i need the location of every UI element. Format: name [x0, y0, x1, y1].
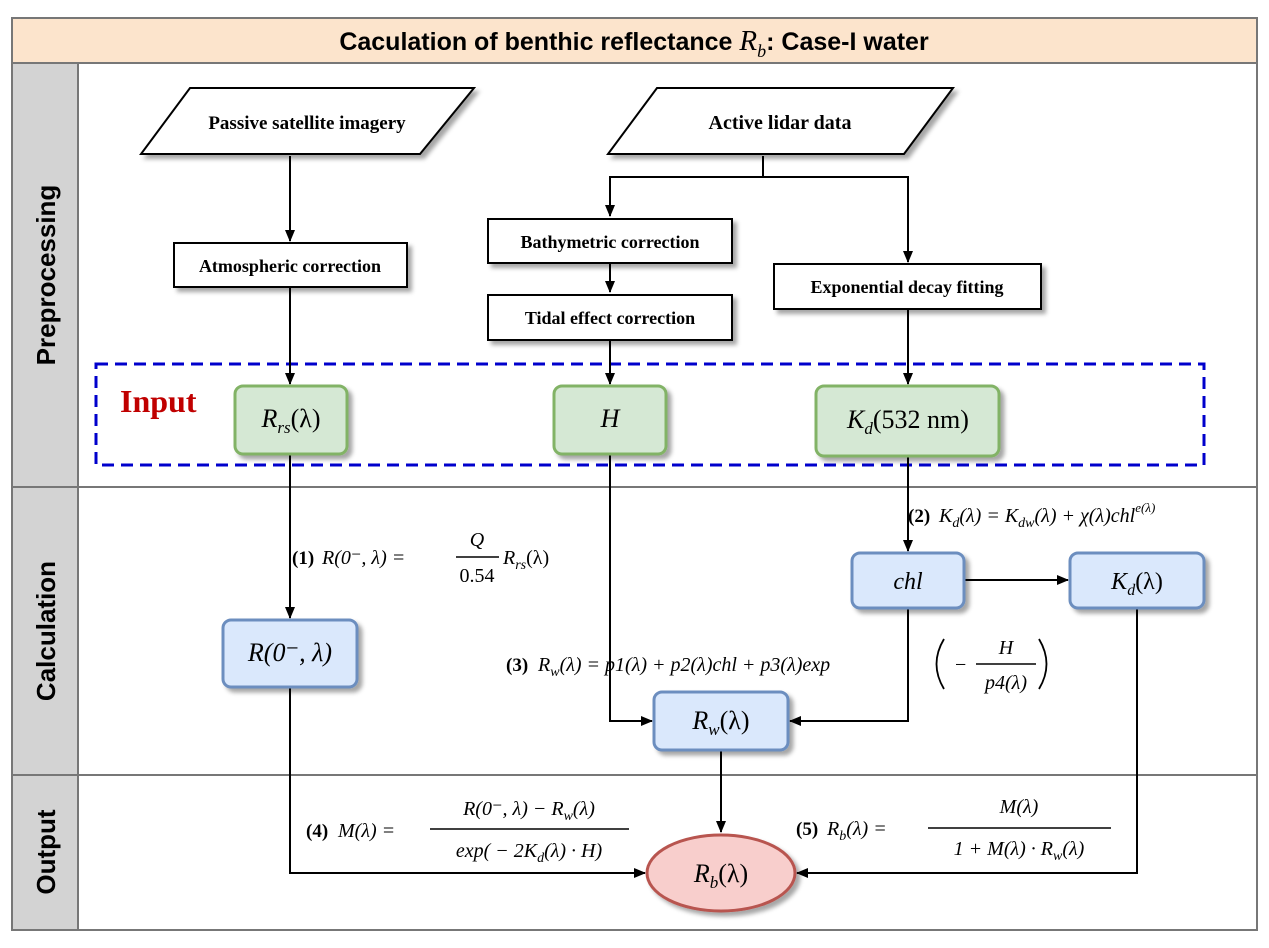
equation-4-number: (4) [306, 821, 328, 842]
lane-label-preprocessing: Preprocessing [31, 185, 61, 366]
kd-label: Kd(λ) [1110, 569, 1163, 599]
edge-active-to-exponential [763, 176, 913, 263]
passive-imagery-label: Passive satellite imagery [208, 113, 406, 134]
equation-2: (2) Kd(λ) = Kdw(λ) + χ(λ)chle(λ) [908, 500, 1155, 531]
equation-2-body: Kd(λ) = Kdw(λ) + χ(λ)chle(λ) [938, 500, 1155, 531]
edge-r0-to-rb [289, 687, 646, 878]
edge-kd-to-rb [796, 608, 1138, 878]
lane-label-calculation: Calculation [31, 561, 61, 701]
chl-node [850, 551, 966, 610]
passive-imagery-node [139, 87, 477, 155]
equation-5-lhs: Rb(λ) = [826, 818, 887, 844]
equation-4-frac-den: exp( − 2Kd(λ) · H) [456, 840, 603, 866]
bathymetric-correction-box [487, 218, 733, 264]
equation-3-number: (3) [506, 655, 528, 676]
r0-node [221, 618, 359, 689]
equation-1-frac-den: 0.54 [460, 565, 495, 587]
bathymetric-correction-label: Bathymetric correction [520, 232, 699, 252]
lane-label-output: Output [31, 809, 61, 895]
input-group-box [94, 362, 1206, 467]
equation-1-number: (1) [292, 548, 314, 569]
equation-5-frac-den: 1 + M(λ) · Rw(λ) [954, 838, 1085, 864]
exponential-fitting-box [773, 263, 1042, 310]
lane-calculation [11, 486, 79, 776]
equation-3-minus: − [955, 654, 966, 676]
h-input-label: H [600, 404, 621, 433]
equation-1-lhs: R(0⁻, λ) = [321, 547, 405, 569]
rw-label: Rw(λ) [691, 706, 749, 739]
connectors [285, 156, 1138, 878]
equation-3-left-paren [935, 638, 945, 690]
equation-3-right-paren [1038, 638, 1048, 690]
equation-4-frac-num: R(0⁻, λ) − Rw(λ) [462, 798, 595, 824]
kd-node [1068, 551, 1206, 610]
equation-3: (3) Rw(λ) = p1(λ) + p2(λ)chl + p3(λ)exp … [506, 637, 1048, 694]
edge-h-to-rw [609, 454, 653, 726]
equation-5: (5) Rb(λ) = M(λ) 1 + M(λ) · Rw(λ) [796, 796, 1111, 864]
equation-1-rhs: Rrs(λ) [502, 547, 549, 573]
chl-label: chl [893, 569, 923, 595]
atmospheric-correction-label: Atmospheric correction [199, 256, 381, 276]
equation-2-number: (2) [908, 506, 930, 527]
r0-label: R(0⁻, λ) [247, 638, 332, 667]
kd532-input-label: Kd(532 nm) [846, 405, 969, 438]
rrs-input-node [233, 384, 349, 456]
edge-chl-to-rw [789, 608, 909, 726]
edge-active-to-bathymetric [605, 156, 764, 217]
equation-1-frac-num: Q [470, 529, 485, 551]
equation-3-frac-num: H [998, 637, 1015, 659]
tidal-correction-label: Tidal effect correction [525, 308, 695, 328]
rw-node [652, 690, 790, 752]
input-group-label: Input [120, 383, 197, 419]
equation-1: (1) R(0⁻, λ) = Q 0.54 Rrs(λ) [292, 529, 549, 587]
active-lidar-label: Active lidar data [709, 112, 852, 134]
header-band [11, 17, 1258, 64]
tidal-correction-box [487, 294, 733, 341]
rb-output-label: Rb(λ) [693, 859, 748, 892]
equation-5-number: (5) [796, 819, 818, 840]
active-lidar-node [606, 87, 955, 155]
atmospheric-correction-box [173, 242, 408, 288]
lane-preprocessing [11, 62, 79, 488]
lane-output [11, 774, 79, 931]
equation-5-frac-num: M(λ) [999, 796, 1039, 818]
kd532-input-node [814, 384, 1001, 458]
exponential-fitting-label: Exponential decay fitting [810, 277, 1003, 297]
diagram-title: Caculation of benthic reflectance Rb: Ca… [339, 25, 929, 61]
equation-4: (4) M(λ) = R(0⁻, λ) − Rw(λ) exp( − 2Kd(λ… [306, 798, 629, 866]
h-input-node [552, 384, 668, 456]
rrs-input-label: Rrs(λ) [260, 404, 320, 437]
outer-border [11, 17, 1258, 931]
rb-output-node [645, 833, 797, 913]
equation-4-lhs: M(λ) = [337, 820, 395, 842]
equation-3-frac-den: p4(λ) [983, 672, 1027, 694]
equation-3-body: Rw(λ) = p1(λ) + p2(λ)chl + p3(λ)exp [537, 654, 830, 680]
